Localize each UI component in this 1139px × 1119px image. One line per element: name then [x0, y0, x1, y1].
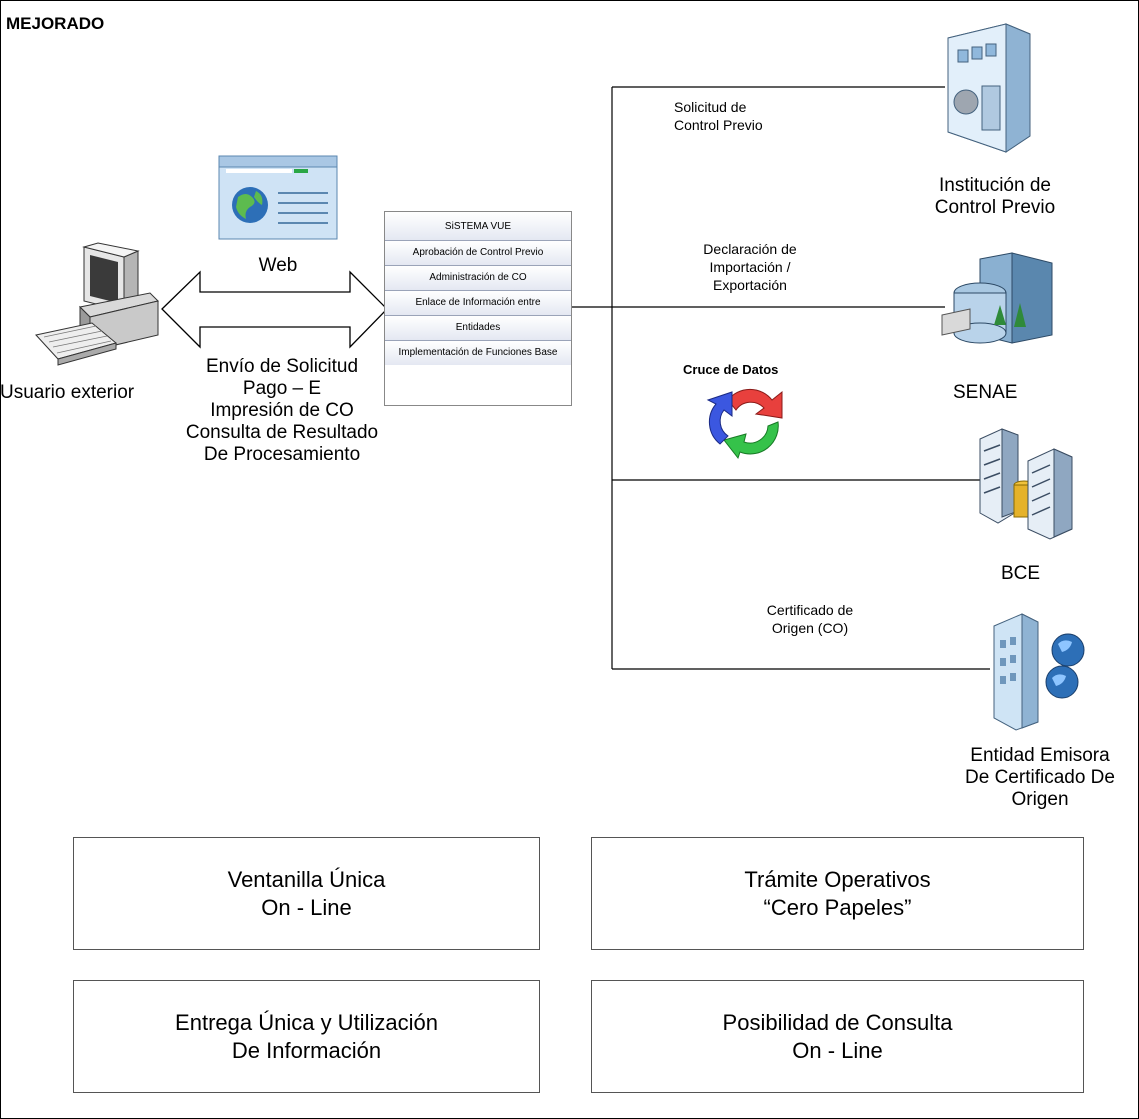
user-label: Usuario exterior — [0, 382, 135, 403]
institucion-label: Institución de Control Previo — [900, 175, 1090, 219]
emisora-label: Entidad Emisora De Certificado De Origen — [940, 745, 1139, 811]
label-line: Certificado de — [766, 602, 854, 618]
label-line: Origen (CO) — [771, 620, 849, 636]
senae-label: SENAE — [953, 382, 1018, 403]
vue-row: Administración de CO — [385, 266, 571, 291]
arrow-action: De Procesamiento — [203, 444, 361, 465]
benefit-line: On - Line — [792, 1037, 883, 1063]
vue-system-table: SiSTEMA VUE Aprobación de Control Previo… — [384, 211, 572, 406]
recycle-arrows-icon — [706, 388, 783, 460]
cycle-label: Cruce de Datos — [683, 362, 779, 377]
web-page-icon — [218, 155, 338, 240]
benefit-line: Posibilidad de Consulta — [722, 1009, 953, 1035]
server-rack-icon — [979, 428, 1073, 540]
bank-building-icon — [947, 23, 1031, 153]
vue-row: SiSTEMA VUE — [385, 212, 571, 241]
vue-row: Aprobación de Control Previo — [385, 241, 571, 266]
double-arrow — [161, 270, 388, 349]
diagram-title: MEJORADO — [6, 14, 105, 33]
label-line: De Certificado De — [965, 767, 1115, 788]
label-line: Exportación — [713, 277, 787, 293]
benefit-line: Ventanilla Única — [227, 866, 386, 892]
arrow-action: Consulta de Resultado — [185, 422, 379, 443]
benefit-line: On - Line — [261, 894, 352, 920]
bce-label: BCE — [1001, 563, 1041, 584]
solicitud-label: Solicitud de Control Previo — [674, 98, 763, 134]
benefit-line: Trámite Operativos — [744, 866, 931, 892]
vue-row: Implementación de Funciones Base — [385, 341, 571, 365]
certificado-label: Certificado de Origen (CO) — [740, 601, 880, 637]
declaracion-label: Declaración de Importación / Exportación — [680, 240, 820, 294]
benefit-box-cero-papeles: Trámite Operativos“Cero Papeles” — [591, 837, 1084, 950]
label-line: Control Previo — [674, 117, 763, 133]
desktop-computer-icon — [35, 242, 159, 366]
arrow-action: Impresión de CO — [210, 400, 354, 421]
label-line: Solicitud de — [674, 99, 747, 115]
vue-row: Entidades — [385, 316, 571, 341]
benefit-line: “Cero Papeles” — [763, 894, 912, 920]
label-line: Importación / — [709, 259, 791, 275]
label-line: Entidad Emisora — [970, 745, 1110, 766]
web-server-building-icon — [993, 613, 1085, 731]
web-label: Web — [258, 255, 298, 276]
label-line: Origen — [1011, 789, 1069, 810]
office-building-icon — [941, 252, 1053, 344]
vue-row: Enlace de Información entre — [385, 291, 571, 316]
benefit-line: De Información — [231, 1037, 382, 1063]
arrow-action: Pago – E — [242, 378, 322, 399]
benefit-line: Entrega Única y Utilización — [175, 1009, 438, 1035]
label-line: Control Previo — [934, 197, 1056, 218]
arrow-actions: Envío de Solicitud Pago – E Impresión de… — [160, 356, 404, 466]
label-line: Institución de — [939, 175, 1051, 196]
label-line: Declaración de — [703, 241, 797, 257]
arrow-action: Envío de Solicitud — [205, 356, 359, 377]
